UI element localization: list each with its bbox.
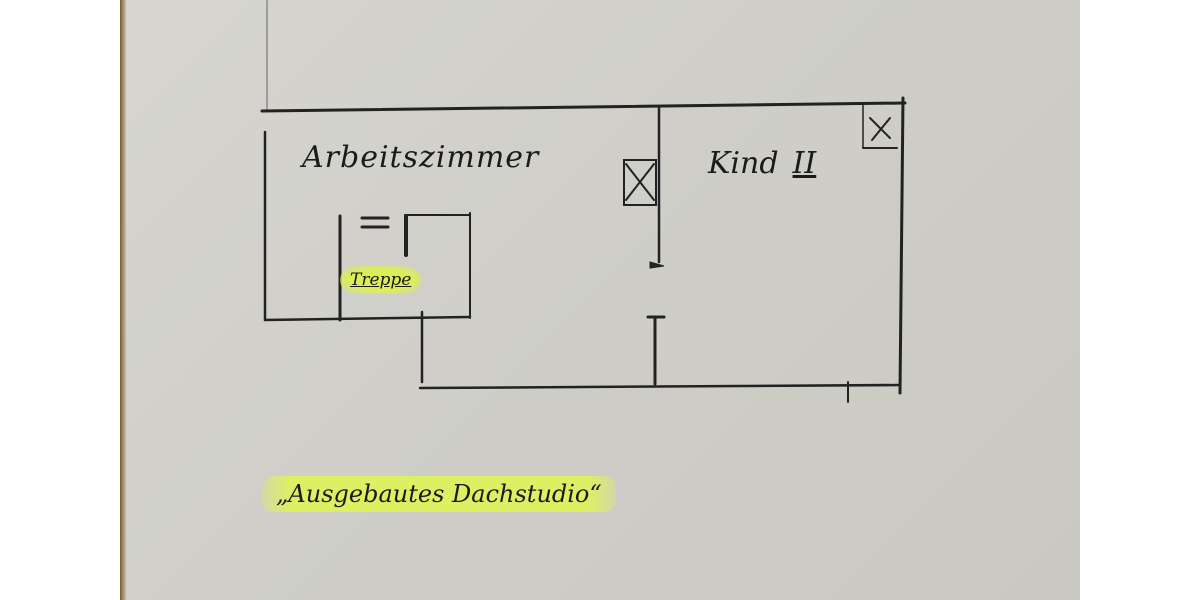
caption-highlighted: „Ausgebautes Dachstudio“ bbox=[262, 476, 616, 512]
room-label-kind: Kind bbox=[708, 146, 779, 181]
room-numeral: II bbox=[792, 146, 817, 181]
table-edge bbox=[120, 0, 126, 600]
stairs-label: Treppe bbox=[340, 266, 422, 294]
room-label-arbeitszimmer: Arbeitszimmer bbox=[302, 140, 540, 175]
room-label-kind-2: Kind II bbox=[708, 146, 816, 181]
